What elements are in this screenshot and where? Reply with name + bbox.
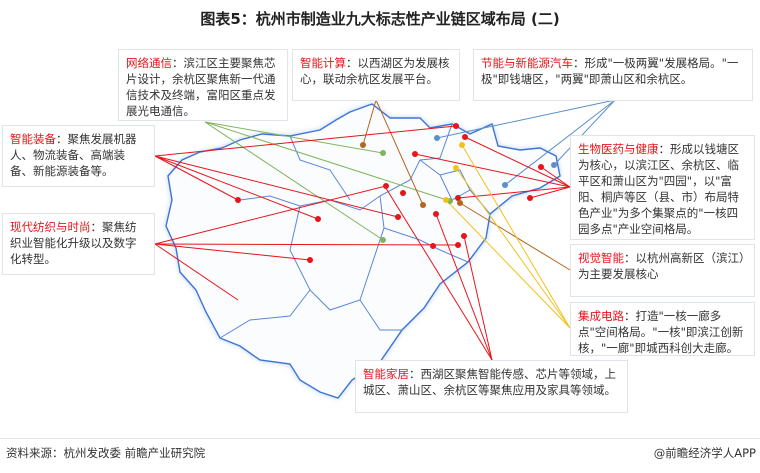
callout-intelligent-computing: 智能计算：以西湖区为发展核心，联动余杭区发展平台。 — [292, 49, 460, 101]
callout-heading: 节能与新能源汽车 — [481, 56, 573, 70]
callout-heading: 集成电路 — [578, 309, 624, 323]
callout-heading: 智能家居 — [363, 367, 409, 381]
callout-textile-fashion: 现代纺织与时尚：聚焦纺织业智能化升级以及数字化转型。 — [2, 213, 155, 275]
callout-text: ：以杭州高新区（滨江）为主要发展核心 — [578, 251, 745, 281]
callout-intelligent-equipment: 智能装备：聚焦发展机器人、物流装备、高端装备、新能源装备等。 — [2, 125, 155, 187]
callout-heading: 视觉智能 — [578, 251, 624, 265]
callout-text: ：打造"一核一廊多点"空间格局。"一核"即滨江创新核，"一廊"即城西科创大走廊。 — [578, 309, 744, 355]
footer-divider — [0, 438, 760, 439]
callout-biomedicine: 生物医药与健康：形成以钱塘区为核心，以滨江区、余杭区、临平区和萧山区为"四园"，… — [570, 135, 755, 240]
callout-text: ：西湖区聚焦智能传感、芯片等领域，上城区、萧山区、余杭区等聚焦应用及家具等领域。 — [363, 367, 616, 397]
callout-smart-home: 智能家居：西湖区聚焦智能传感、芯片等领域，上城区、萧山区、余杭区等聚焦应用及家具… — [355, 360, 628, 413]
credit-note: @前瞻经济学人APP — [653, 446, 756, 460]
callout-text: ：形成"一极两翼"发展格局。"一极"即钱塘区，"两翼"即萧山区和余杭区。 — [481, 56, 739, 86]
callout-text: ：形成以钱塘区为核心，以滨江区、余杭区、临平区和萧山区为"四园"，以"富阳、桐庐… — [578, 142, 739, 236]
source-note: 资料来源：杭州发改委 前瞻产业研究院 — [6, 446, 206, 460]
callout-heading: 现代纺织与时尚 — [10, 220, 91, 234]
connector-lines — [154, 99, 616, 361]
callout-text: ：聚焦发展机器人、物流装备、高端装备、新能源装备等。 — [10, 132, 137, 178]
callout-new-energy-vehicles: 节能与新能源汽车：形成"一极两翼"发展格局。"一极"即钱塘区，"两翼"即萧山区和… — [473, 49, 753, 101]
chart-title: 图表5：杭州市制造业九大标志性产业链区域布局 (二) — [200, 10, 560, 28]
callout-network-communication: 网络通信：滨江区主要聚焦芯片设计，余杭区聚焦新一代通信技术及终端，富阳区重点发展… — [118, 49, 288, 121]
location-dots — [235, 123, 557, 263]
callout-heading: 网络通信 — [126, 56, 172, 70]
map-outline — [165, 103, 561, 399]
callout-text: ：滨江区主要聚焦芯片设计，余杭区聚焦新一代通信技术及终端，富阳区重点发展光电通信… — [126, 56, 276, 118]
callout-heading: 智能计算 — [300, 56, 346, 70]
callout-heading: 智能装备 — [10, 132, 56, 146]
callout-text: ：以西湖区为发展核心，联动余杭区发展平台。 — [300, 56, 450, 86]
callout-text: ：聚焦纺织业智能化升级以及数字化转型。 — [10, 220, 137, 266]
callout-integrated-circuits: 集成电路：打造"一核一廊多点"空间格局。"一核"即滨江创新核，"一廊"即城西科创… — [570, 302, 755, 356]
callout-heading: 生物医药与健康 — [578, 142, 659, 156]
callout-visual-intelligence: 视觉智能：以杭州高新区（滨江）为主要发展核心 — [570, 244, 755, 297]
